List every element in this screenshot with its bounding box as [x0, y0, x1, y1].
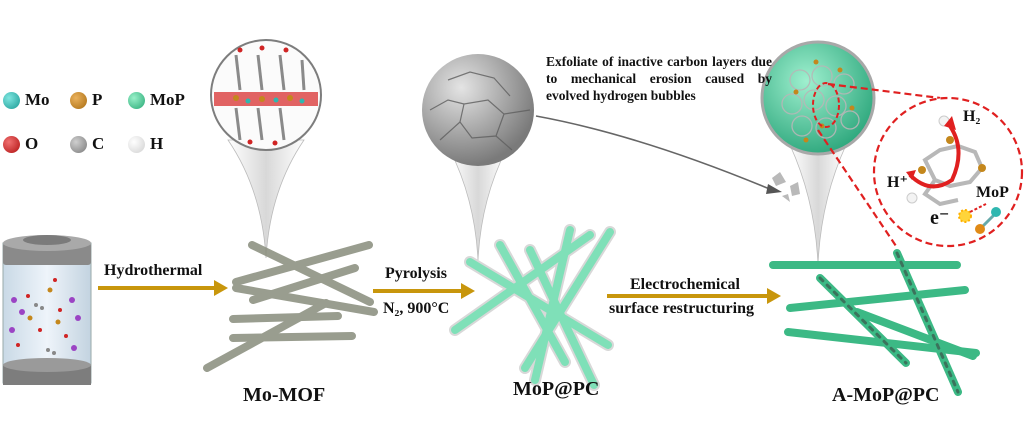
- mo-mof-rods: [203, 241, 378, 372]
- legend-h: H: [128, 134, 163, 154]
- c-atom-icon: [70, 135, 87, 153]
- arrow-electrochemical: [607, 288, 781, 304]
- legend-mo: Mo: [3, 90, 50, 110]
- exfoliation-annotation: Exfoliate of inactive carbon layers due …: [546, 54, 772, 103]
- o-atom-icon: [3, 135, 20, 153]
- mechanism-zoom-circle: [817, 82, 1024, 248]
- legend-p: P: [70, 90, 102, 110]
- mof-structure-magnifier: [210, 39, 322, 259]
- carbon-shell-magnifier: [422, 54, 534, 261]
- product-mo-mof-label: Mo-MOF: [243, 384, 326, 406]
- mop-pc-rods: [449, 224, 616, 391]
- h2-label: H₂: [963, 108, 981, 125]
- legend-mop: MoP: [128, 90, 185, 110]
- legend-c: C: [70, 134, 104, 154]
- autoclave-icon: [2, 235, 92, 385]
- legend-o: O: [3, 134, 38, 154]
- h-plus-label: H⁺: [887, 174, 908, 191]
- mo-atom-icon: [3, 91, 20, 109]
- arrow-pyrolysis: [373, 283, 475, 299]
- h-atom-icon: [128, 135, 145, 153]
- product-a-mop-pc-label: A-MoP@PC: [832, 384, 940, 406]
- a-mop-pc-rods: [769, 249, 980, 396]
- arrow-hydrothermal: [98, 280, 228, 296]
- annotation-pointer: [535, 115, 773, 191]
- step-pyrolysis-condition: N₂, 900°C: [383, 300, 450, 317]
- step-electrochemical-label-1: Electrochemical: [630, 276, 740, 293]
- a-mop-sphere-magnifier: [760, 40, 876, 265]
- step-hydrothermal-label: Hydrothermal: [104, 262, 203, 279]
- step-electrochemical-label-2: surface restructuring: [609, 300, 754, 317]
- p-atom-icon: [70, 91, 87, 109]
- electron-label: e⁻: [930, 207, 950, 229]
- mop-atom-icon: [128, 91, 145, 109]
- step-pyrolysis-label: Pyrolysis: [385, 265, 447, 282]
- mop-catalyst-label: MoP: [976, 184, 1009, 201]
- product-mop-pc-label: MoP@PC: [513, 378, 600, 400]
